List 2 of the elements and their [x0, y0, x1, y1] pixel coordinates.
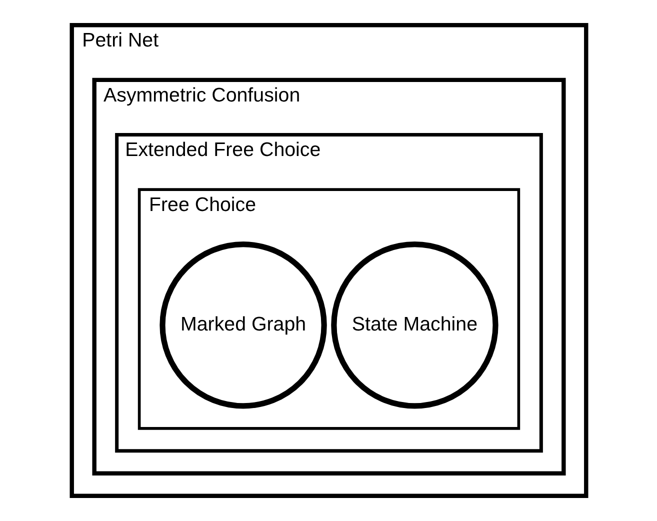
node-circle: State Machine [330, 242, 498, 409]
node-circle: Marked Graph [159, 242, 326, 409]
